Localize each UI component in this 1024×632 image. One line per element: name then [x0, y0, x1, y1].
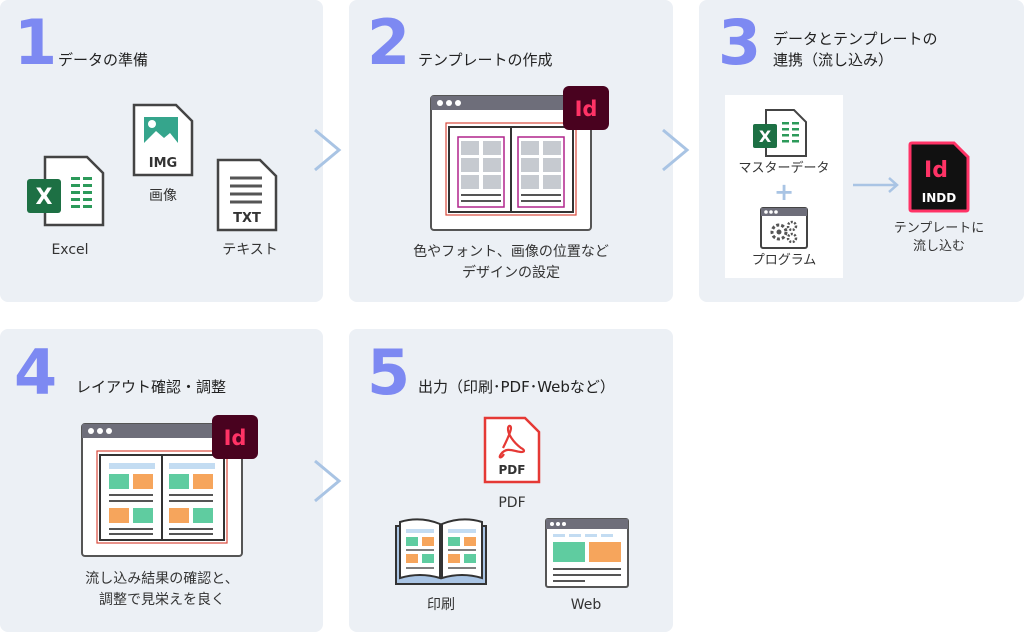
text-file-icon: TXT	[216, 158, 278, 232]
image-file-icon: IMG	[132, 103, 194, 177]
program-label: プログラム	[751, 253, 817, 268]
step-4-caption-1: 流し込み結果の確認と、	[85, 571, 239, 587]
print-label: 印刷	[427, 597, 455, 613]
chevron-right-icon	[314, 459, 342, 503]
plus-sign: +	[773, 178, 795, 206]
svg-text:X: X	[36, 185, 53, 210]
step-4-title: レイアウト確認・調整	[76, 378, 227, 396]
program-window-icon	[760, 207, 808, 249]
chevron-right-icon	[662, 128, 690, 172]
svg-text:X: X	[759, 127, 772, 146]
master-data-label: マスターデータ	[738, 161, 830, 176]
arrow-right-icon	[853, 177, 899, 193]
txt-tag: TXT	[233, 211, 261, 226]
layout-check-window-illustration	[81, 423, 243, 557]
indd-tag: INDD	[922, 191, 956, 205]
excel-label: Excel	[51, 242, 89, 258]
image-label: 画像	[149, 188, 177, 204]
web-browser-icon	[545, 518, 629, 588]
printed-book-icon	[395, 518, 487, 585]
pdf-file-icon: PDF	[483, 416, 541, 484]
step-5-number: 5	[367, 336, 411, 409]
step-4-number: 4	[14, 336, 58, 409]
web-label: Web	[570, 597, 602, 613]
step-1-number: 1	[14, 6, 58, 79]
flow-into-template-2: 流し込む	[912, 239, 965, 254]
step-4-caption-2: 調整で見栄えを良く	[99, 592, 225, 608]
step-3-title-2: 連携（流し込み）	[773, 51, 894, 69]
chevron-right-icon	[314, 128, 342, 172]
excel-file-icon: X	[753, 109, 807, 157]
step-3-title-1: データとテンプレートの	[773, 30, 938, 48]
step-3-number: 3	[718, 6, 762, 79]
indd-id-text: Id	[924, 158, 948, 183]
pdf-label: PDF	[498, 495, 526, 511]
step-2-caption-1: 色やフォント、画像の位置など	[413, 244, 609, 260]
indesign-icon: Id	[563, 86, 609, 130]
indesign-icon: Id	[212, 415, 258, 459]
step-1-title: データの準備	[58, 51, 149, 69]
text-label: テキスト	[222, 242, 278, 258]
step-5-title: 出力（印刷･PDF･Webなど）	[418, 378, 615, 396]
excel-file-icon: X	[27, 155, 105, 227]
step-2-number: 2	[367, 6, 411, 79]
id-badge-text: Id	[575, 97, 598, 121]
pdf-tag: PDF	[499, 463, 526, 477]
indd-file-icon: Id INDD	[908, 141, 970, 213]
step-2-caption-2: デザインの設定	[462, 265, 560, 281]
step-2-title: テンプレートの作成	[418, 51, 553, 69]
flow-into-template-1: テンプレートに	[893, 221, 985, 236]
id-badge-text: Id	[224, 426, 247, 450]
template-window-illustration	[430, 95, 592, 231]
img-tag: IMG	[149, 156, 177, 171]
